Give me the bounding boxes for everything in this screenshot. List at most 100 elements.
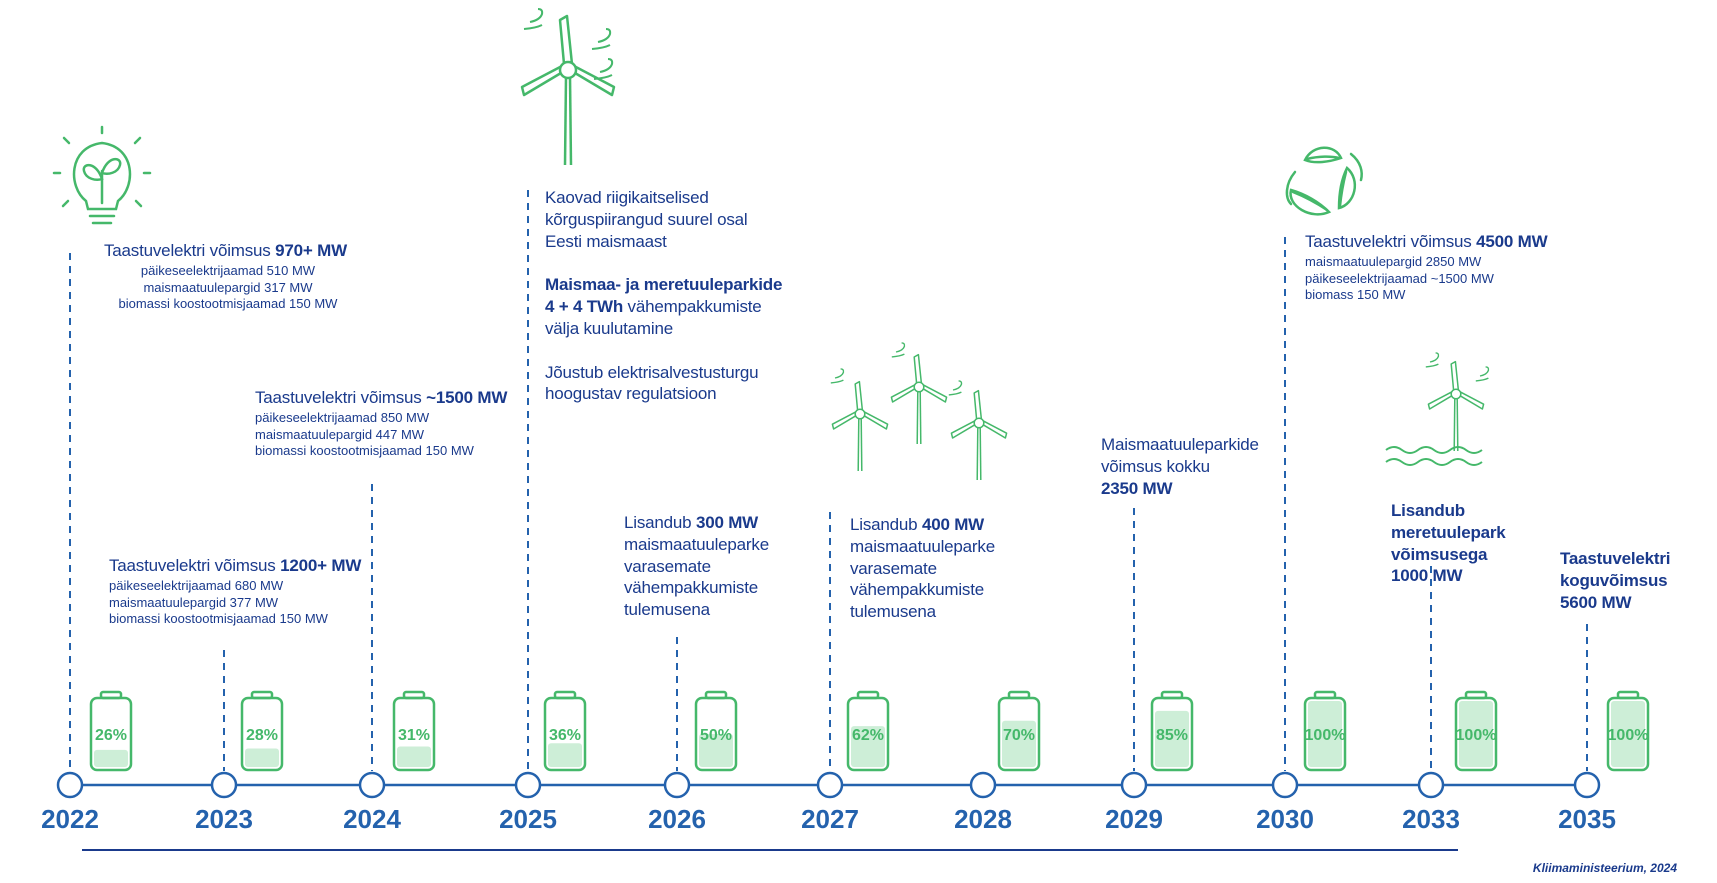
battery-fill <box>699 734 733 767</box>
battery-label: 62% <box>852 727 884 744</box>
heading-text: Taastuvelektri võimsus <box>255 388 427 407</box>
milestone-2024: Taastuvelektri võimsus ~1500 MW päikesee… <box>255 388 535 459</box>
battery-cap <box>402 690 426 700</box>
milestone-2033: Lisandub meretuulepark võimsusega 1000 M… <box>1391 500 1541 587</box>
text-line: koguvõimsus <box>1560 570 1668 590</box>
battery-icon: 31% <box>392 690 436 772</box>
text-line: hoogustav regulatsioon <box>545 384 717 404</box>
year-label: 2025 <box>499 804 557 834</box>
battery-fill <box>851 726 885 767</box>
year-label: 2024 <box>343 804 401 834</box>
battery-cap <box>856 690 880 700</box>
text-line: kõrguspiirangud suurel osal <box>545 209 748 229</box>
text-line: Lisandub <box>624 513 696 532</box>
text-value-bold: 400 MW <box>921 515 985 534</box>
timeline-node <box>210 771 238 799</box>
detail-line: biomassi koostootmisjaamad 150 MW <box>118 295 338 311</box>
battery-label: 85% <box>1156 727 1188 744</box>
wind-turbine-icon <box>520 8 616 167</box>
battery-icon: 85% <box>1150 690 1194 772</box>
milestone-2022-heading: Taastuvelektri võimsus 970+ MW <box>104 241 384 261</box>
text-line: võimsus kokku <box>1101 456 1210 476</box>
heading-text: Taastuvelektri võimsus <box>1305 232 1477 251</box>
year-label: 2030 <box>1256 804 1314 834</box>
battery-label: 50% <box>700 727 732 744</box>
battery-label: 100% <box>1608 727 1649 744</box>
milestone-2023: Taastuvelektri võimsus 1200+ MW päikesee… <box>109 556 389 627</box>
text-value-bold: 2350 MW <box>1101 478 1173 498</box>
battery-fill <box>94 749 128 767</box>
battery-fill <box>1611 701 1645 767</box>
milestone-2030-details: maismaatuulepargid 2850 MW päikeseelektr… <box>1305 254 1595 303</box>
detail-line: biomassi koostootmisjaamad 150 MW <box>109 610 328 626</box>
detail-line: päikeseelektrijaamad ~1500 MW <box>1305 270 1494 286</box>
battery-fill <box>245 748 279 767</box>
milestone-2023-details: päikeseelektrijaamad 680 MW maismaatuule… <box>109 578 389 627</box>
heading-value: 1200+ MW <box>280 556 362 575</box>
dashed-connectors <box>69 190 1588 771</box>
timeline-node <box>1417 771 1445 799</box>
milestone-2022-details: päikeseelektrijaamad 510 MW maismaatuule… <box>104 263 352 312</box>
text-line: maismaatuuleparke <box>850 536 995 556</box>
year-label: 2022 <box>41 804 99 834</box>
offshore-wind-turbine-icon <box>1385 352 1490 466</box>
battery-cap <box>1616 690 1640 700</box>
battery-cap <box>99 690 123 700</box>
year-label: 2023 <box>195 804 253 834</box>
battery-fill <box>1155 710 1189 767</box>
battery-icon: 100% <box>1454 690 1498 772</box>
heading-value: 970+ MW <box>275 241 347 260</box>
heading-value: 4500 MW <box>1476 232 1548 251</box>
timeline-node <box>1271 771 1299 799</box>
battery-icon: 100% <box>1606 690 1650 772</box>
battery-fill <box>1459 701 1493 767</box>
battery-label: 28% <box>246 727 278 744</box>
heading-value: ~1500 MW <box>426 388 508 407</box>
detail-line: maismaatuulepargid 2850 MW <box>1305 254 1482 270</box>
year-label: 2035 <box>1558 804 1616 834</box>
heading-text: Taastuvelektri võimsus <box>109 556 281 575</box>
text-value-bold: 300 MW <box>695 513 759 532</box>
battery-cap <box>1007 690 1031 700</box>
year-label: 2027 <box>801 804 859 834</box>
battery-label: 31% <box>398 727 430 744</box>
text-line: vähempakkumiste <box>624 578 759 598</box>
battery-icon: 28% <box>240 690 284 772</box>
lightbulb-plant-icon <box>52 125 152 225</box>
detail-line: biomassi koostootmisjaamad 150 MW <box>255 442 474 458</box>
text-line: Eesti maismaast <box>545 231 667 251</box>
text-value-bold: 4 + 4 TWh <box>545 297 624 316</box>
text-line-bold: Maismaa- ja meretuuleparkide <box>545 275 783 295</box>
battery-cap <box>250 690 274 700</box>
year-label: 2028 <box>954 804 1012 834</box>
text-line: maismaatuuleparke <box>624 534 769 554</box>
detail-line: maismaatuulepargid 317 MW <box>143 279 313 295</box>
text-line: Jõustub elektrisalvestusturgu <box>545 362 759 382</box>
milestone-2023-heading: Taastuvelektri võimsus 1200+ MW <box>109 556 389 576</box>
text-line: 1000 MW <box>1391 566 1463 586</box>
text-line: Maismaatuuleparkide <box>1101 435 1259 454</box>
milestone-2026: Lisandub 300 MW maismaatuuleparke varase… <box>624 512 804 621</box>
recycle-leaves-icon <box>1285 146 1363 216</box>
text-line: Lisandub <box>1391 501 1465 520</box>
detail-line: maismaatuulepargid 447 MW <box>255 426 425 442</box>
timeline-node <box>56 771 84 799</box>
battery-cap <box>553 690 577 700</box>
battery-fill <box>1308 701 1342 767</box>
battery-icon: 36% <box>543 690 587 772</box>
wind-farm-icon <box>830 342 1008 481</box>
milestone-2022: Taastuvelektri võimsus 970+ MW päikeseel… <box>104 241 384 312</box>
text-line: meretuulepark <box>1391 522 1506 542</box>
milestone-2030: Taastuvelektri võimsus 4500 MW maismaatu… <box>1305 232 1595 303</box>
battery-label: 70% <box>1003 727 1035 744</box>
detail-line: maismaatuulepargid 377 MW <box>109 594 279 610</box>
detail-line: päikeseelektrijaamad 680 MW <box>109 578 284 594</box>
battery-icon: 62% <box>846 690 890 772</box>
timeline-node <box>358 771 386 799</box>
battery-label: 36% <box>549 727 581 744</box>
text-line: vähempakkumiste <box>623 297 762 316</box>
milestone-2027: Lisandub 400 MW maismaatuuleparke varase… <box>850 514 1030 623</box>
battery-cap <box>1160 690 1184 700</box>
milestone-2029: Maismaatuuleparkide võimsus kokku 2350 M… <box>1101 434 1301 499</box>
